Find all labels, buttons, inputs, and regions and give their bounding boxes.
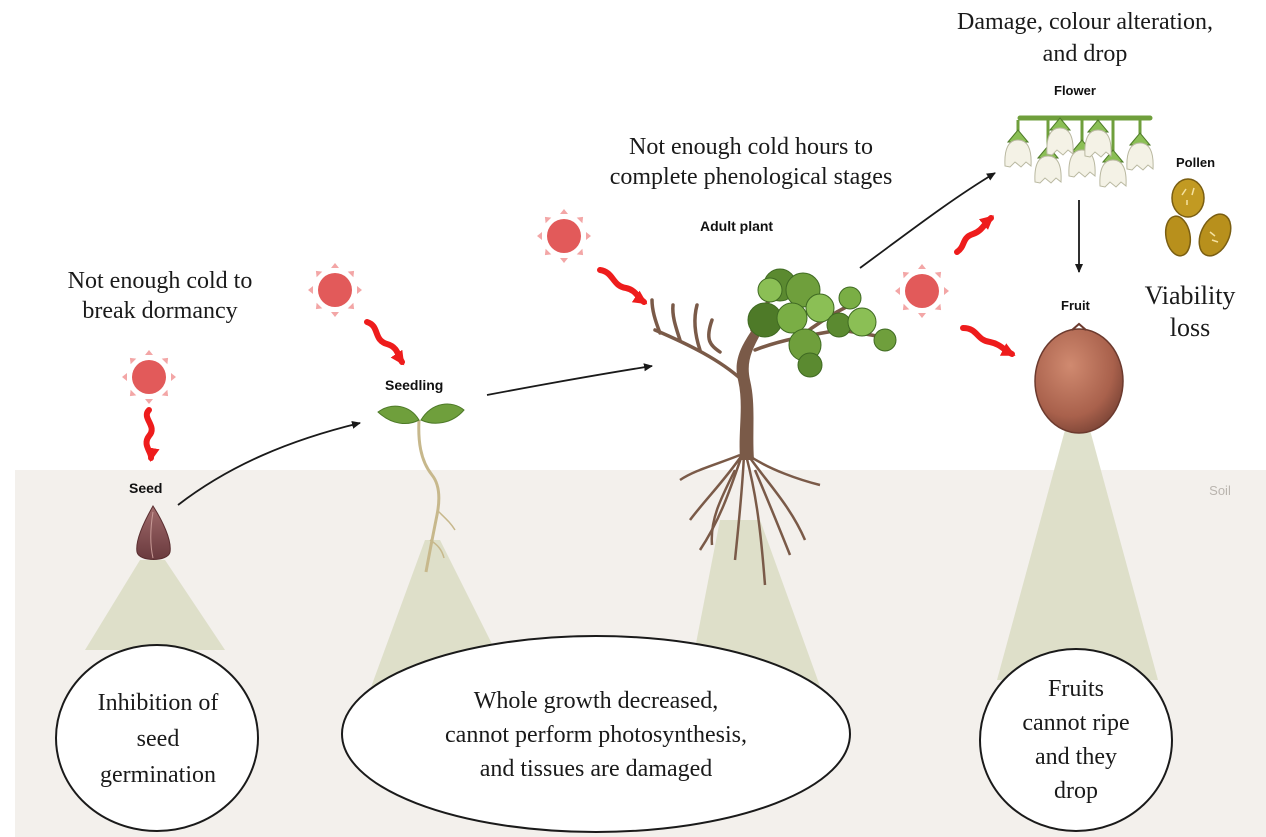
- stage-label-flower: Flower: [1054, 83, 1096, 98]
- sun-icon: [308, 263, 362, 317]
- heat-arrow-icon: [367, 322, 402, 362]
- stage-label-seed: Seed: [129, 480, 162, 496]
- fruit-icon: [1035, 324, 1123, 433]
- flower-icon: [1005, 118, 1153, 187]
- fruit-beam: [997, 430, 1158, 680]
- flower-damage-label: Damage, colour alteration, and drop: [910, 6, 1260, 70]
- heat-arrow-icon: [957, 218, 991, 252]
- soil-label: Soil: [1200, 483, 1240, 498]
- stage-label-adult-plant: Adult plant: [700, 218, 773, 234]
- seedling-icon: [378, 404, 464, 572]
- heat-arrow-icon: [963, 328, 1012, 354]
- heat-arrow-icon: [600, 270, 644, 302]
- pollen-icon: [1163, 179, 1237, 261]
- stage-label-fruit: Fruit: [1061, 298, 1090, 313]
- seed-icon: [137, 506, 171, 560]
- stage-label-pollen: Pollen: [1176, 155, 1215, 170]
- viability-label: Viability loss: [1130, 280, 1250, 344]
- seedling-to-tree-arrow: [487, 366, 652, 395]
- seed-beam: [85, 560, 225, 650]
- seed-to-seedling-arrow: [178, 423, 360, 505]
- tree-icon: [652, 269, 896, 585]
- cold-dormancy-label: Not enough cold to break dormancy: [30, 266, 290, 326]
- growth-effect-text: Whole growth decreased, cannot perform p…: [370, 683, 822, 787]
- cold-hours-label: Not enough cold hours to complete phenol…: [566, 132, 936, 192]
- progression-arrows: [178, 173, 1079, 505]
- sun-icon: [537, 209, 591, 263]
- sun-icon: [895, 264, 949, 318]
- heat-arrow-icon: [146, 410, 151, 458]
- fruit-effect-text: Fruits cannot ripe and they drop: [994, 672, 1158, 808]
- seed-effect-text: Inhibition of seed germination: [66, 683, 250, 795]
- sun-icon: [122, 350, 176, 404]
- stage-label-seedling: Seedling: [385, 377, 443, 393]
